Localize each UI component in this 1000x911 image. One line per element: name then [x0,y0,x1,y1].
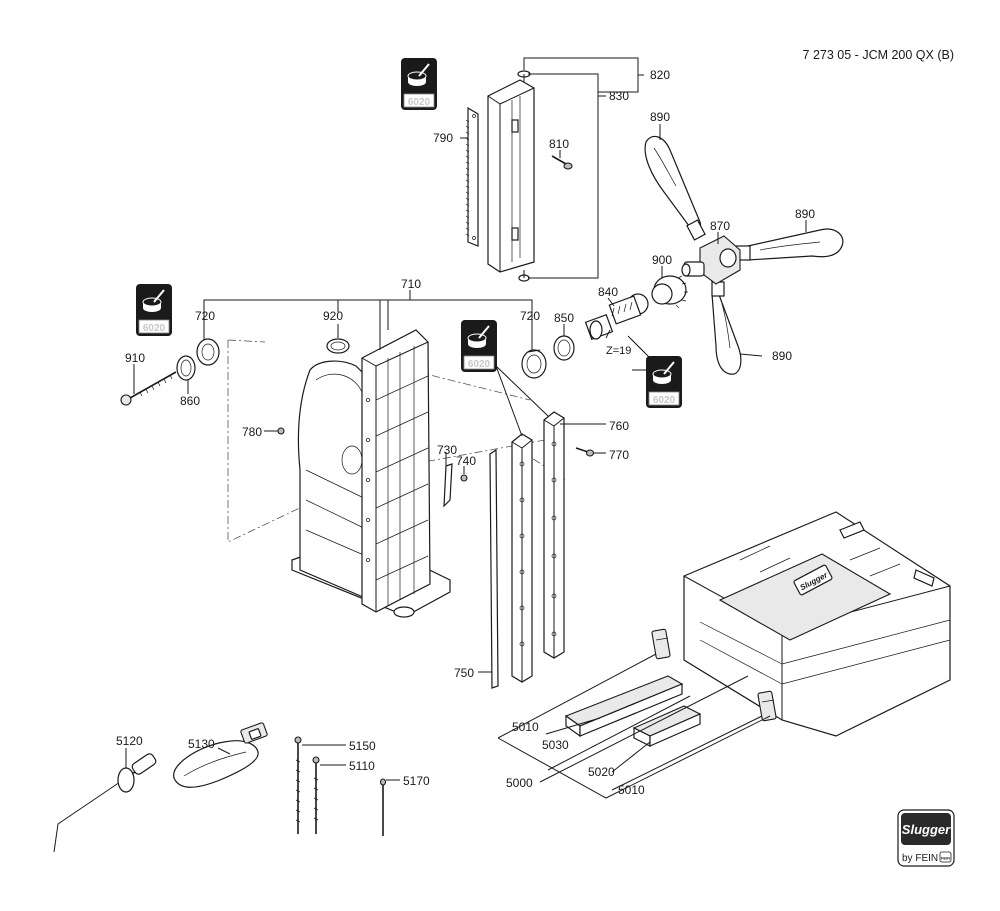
label-900: 900 [652,253,672,267]
strap-5130 [173,722,268,788]
o-ring-920 [326,338,350,354]
retaining-ring-860 [176,355,196,381]
label-890-lower: 890 [772,349,792,363]
label-5170: 5170 [403,774,430,788]
screw-810 [551,155,573,170]
pilot-pin-5110 [312,756,320,834]
ejector-pin-5120 [53,753,157,853]
label-770: 770 [609,448,629,462]
label-910: 910 [125,351,145,365]
label-840: 840 [598,285,618,299]
gib-left [511,433,533,683]
label-820: 820 [650,68,670,82]
label-730: 730 [437,443,457,457]
handle-890-upper [644,135,706,241]
slugger-by-fein-logo: Slugger by FEIN FEIN [897,809,955,867]
label-740: 740 [456,454,476,468]
label-5030: 5030 [542,738,569,752]
strip-750 [489,448,499,689]
leader-lines [125,57,807,799]
label-750: 750 [454,666,474,680]
handle-890-lower [711,281,742,375]
label-830: 830 [609,89,629,103]
label-890-right: 890 [795,207,815,221]
label-5010-right: 5010 [618,783,645,797]
label-710: 710 [401,277,421,291]
label-5120: 5120 [116,734,143,748]
latch-5010-left [651,628,671,660]
document-reference: 7 273 05 - JCM 200 QX (B) [803,48,954,62]
pilot-pin-5150 [294,736,302,834]
label-720-left: 720 [195,309,215,323]
screw-740 [460,474,468,482]
grease-badge-top: 6020 [401,58,437,110]
carry-case-5000: Slugger [683,511,951,737]
label-920: 920 [323,309,343,323]
rack-790 [465,106,479,247]
label-5150: 5150 [349,739,376,753]
hub-870 [681,235,741,285]
logo-brand-text: Slugger [902,822,951,837]
label-780: 780 [242,425,262,439]
grease-badge-right-code: 6020 [653,395,676,406]
logo-by-line: by FEIN [902,853,938,864]
grease-badge-top-code: 6020 [408,97,431,108]
pinion-shaft-840 [584,293,649,340]
grease-badge-middle-code: 6020 [468,359,491,370]
label-5130: 5130 [188,737,215,751]
grease-badge-left-code: 6020 [143,323,166,334]
label-760: 760 [609,419,629,433]
label-5020: 5020 [588,765,615,779]
label-790: 790 [433,131,453,145]
slide-830 [487,70,535,282]
pilot-pin-5170 [379,778,387,836]
part-number-labels: 820 830 790 810 890 890 890 870 900 840 … [116,68,815,797]
label-890-upper: 890 [650,110,670,124]
screw-770 [575,447,595,457]
label-z19: Z=19 [606,345,631,357]
latch-5010-right [757,690,777,722]
bushing-720-left [196,338,220,366]
handle-890-right [735,228,844,261]
label-720-right: 720 [520,309,540,323]
clip-730 [443,463,453,508]
grease-badge-right: 6020 [646,356,682,408]
case-lid-plate [793,564,833,596]
bushing-720-right [521,349,547,379]
fein-mark-text: FEIN [941,856,950,861]
foam-insert-5020 [632,705,702,747]
label-870: 870 [710,219,730,233]
gib-760 [543,411,565,659]
ring-gear-900 [651,275,688,309]
grease-badge-middle: 6020 [461,320,497,372]
label-5000: 5000 [506,776,533,790]
retaining-ring-850 [553,335,575,361]
bolt-910 [120,371,177,406]
label-5110: 5110 [349,759,375,773]
label-850: 850 [554,311,574,325]
column-base-710 [291,329,451,618]
label-5010-left: 5010 [512,720,539,734]
label-860: 860 [180,394,200,408]
foam-insert-5030 [564,675,684,738]
grease-badge-left: 6020 [136,284,172,336]
screw-780 [277,427,285,435]
label-810: 810 [549,137,569,151]
